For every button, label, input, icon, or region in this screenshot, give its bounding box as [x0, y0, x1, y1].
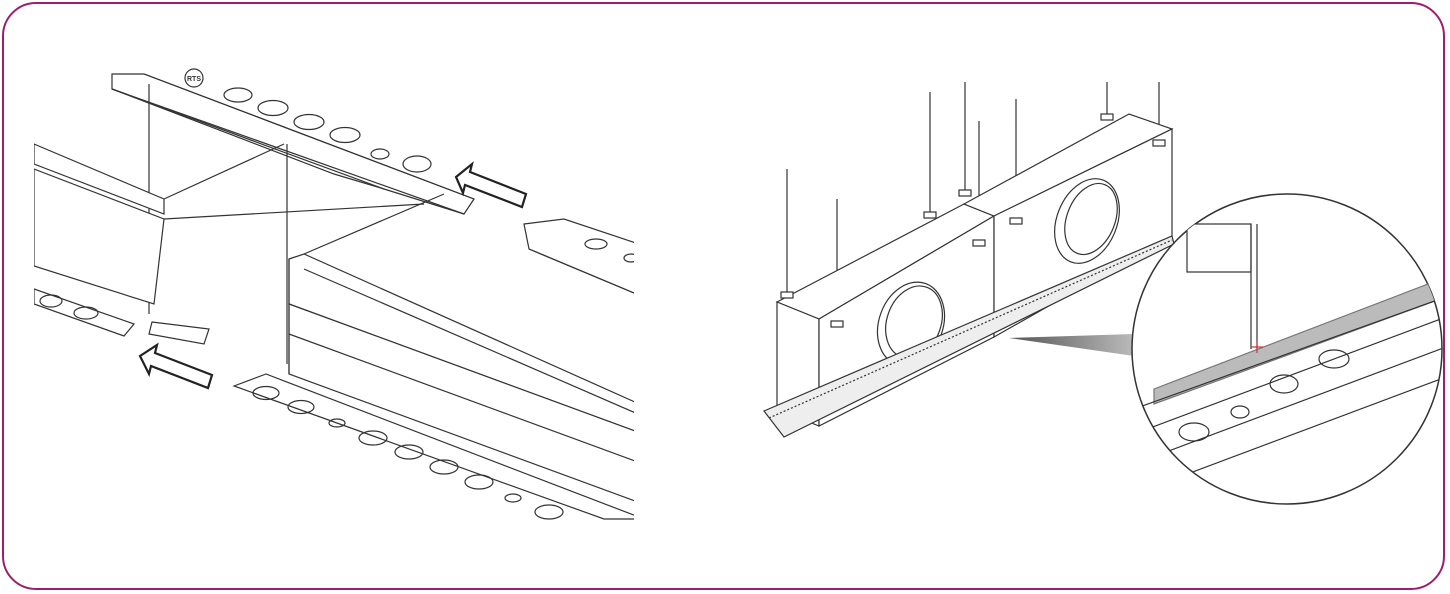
- upper-perforated-strip: [111, 68, 475, 215]
- right-connector-piece: [523, 218, 634, 294]
- lower-perforated-strip: [232, 373, 634, 520]
- left-profile-detail: [34, 68, 634, 520]
- arrow-icon: [138, 342, 214, 390]
- stamp-mark: RTS: [187, 76, 201, 83]
- detail-leader: [1009, 334, 1134, 356]
- right-assembly: [763, 82, 1175, 438]
- hanger-rods: [786, 82, 1160, 324]
- magnified-detail: [1131, 193, 1443, 505]
- arrow-icon: [454, 161, 528, 209]
- installation-diagram: RTS: [34, 68, 1443, 520]
- position-marker-icon: [1251, 341, 1263, 353]
- svg-text:RTS: RTS: [187, 76, 201, 83]
